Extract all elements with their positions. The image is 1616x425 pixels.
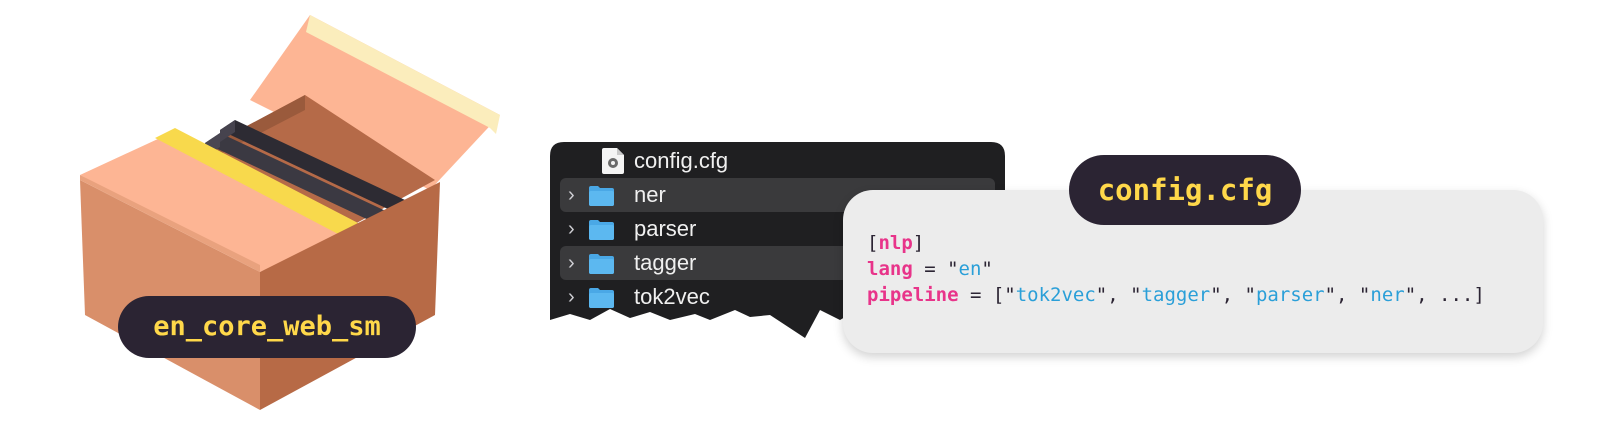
file-name: config.cfg	[634, 148, 729, 173]
folder-icon	[589, 288, 614, 308]
code-string: en	[958, 258, 982, 280]
code-key: lang	[867, 258, 913, 280]
code-line-section: [nlp]	[867, 232, 925, 254]
code-section-name: nlp	[878, 232, 913, 254]
chevron-right-icon[interactable]: ›	[568, 252, 575, 274]
folder-name: parser	[634, 216, 697, 241]
chevron-right-icon[interactable]: ›	[568, 218, 575, 240]
folder-icon	[589, 254, 614, 274]
code-line-lang: lang = "en"	[867, 258, 993, 280]
code-string: parser	[1255, 284, 1325, 306]
code-ellipsis: ...	[1439, 284, 1474, 306]
chevron-right-icon[interactable]: ›	[568, 184, 575, 206]
package-name-label: en_core_web_sm	[118, 296, 416, 358]
file-row-config[interactable]: config.cfg	[560, 144, 995, 178]
code-key: pipeline	[867, 284, 959, 306]
code-string: ner	[1370, 284, 1405, 306]
folder-row-tok2vec[interactable]: › tok2vec	[560, 280, 995, 314]
chevron-right-icon[interactable]: ›	[568, 286, 575, 308]
folder-name: ner	[634, 182, 666, 207]
folder-row-parser[interactable]: › parser	[560, 212, 995, 246]
config-title-label: config.cfg	[1069, 155, 1301, 225]
package-box-illustration	[80, 15, 500, 410]
folder-name: tok2vec	[634, 284, 710, 309]
code-string: tagger	[1141, 284, 1211, 306]
folder-name: tagger	[634, 250, 697, 275]
folder-icon	[589, 186, 614, 206]
code-line-pipeline: pipeline = ["tok2vec", "tagger", "parser…	[867, 284, 1485, 306]
cfg-file-icon	[602, 148, 624, 174]
folder-icon	[589, 220, 614, 240]
code-string: tok2vec	[1015, 284, 1096, 306]
